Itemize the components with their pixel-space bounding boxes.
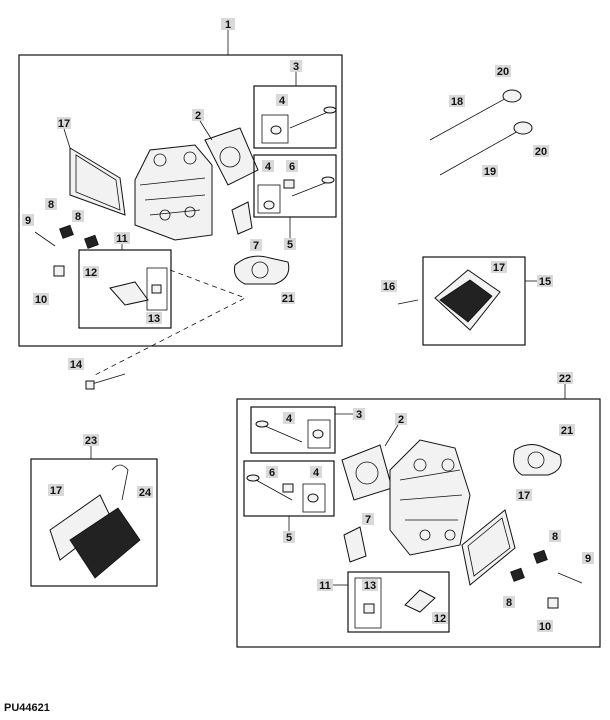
nut-part bbox=[53, 265, 65, 277]
spring-part bbox=[59, 224, 74, 239]
callout-l7: 7 bbox=[365, 514, 371, 526]
callout-l4a: 4 bbox=[286, 413, 293, 425]
callout-11: 11 bbox=[116, 233, 128, 245]
push-rod-tip bbox=[502, 89, 522, 103]
callout-l4b: 4 bbox=[313, 467, 320, 479]
callout-l17: 17 bbox=[518, 490, 530, 502]
breather-cover-part bbox=[69, 507, 141, 579]
callout-l5: 5 bbox=[286, 532, 292, 544]
callout-6: 6 bbox=[289, 161, 295, 173]
callout-16: 16 bbox=[383, 281, 395, 293]
valve-box-3 bbox=[253, 85, 337, 149]
callout-l8b: 8 bbox=[506, 597, 512, 609]
callout-20b: 20 bbox=[535, 146, 547, 158]
callout-3: 3 bbox=[293, 61, 299, 73]
bolt-14-group: 14 bbox=[68, 358, 126, 390]
callout-19: 19 bbox=[484, 166, 496, 178]
exhaust-gasket-part bbox=[231, 201, 253, 235]
valve-cover-15-group: 15 17 16 bbox=[381, 256, 553, 346]
cylinder-head-lower-part bbox=[389, 439, 471, 556]
callout-2: 2 bbox=[195, 110, 201, 122]
callout-1: 1 bbox=[225, 19, 231, 31]
callout-7: 7 bbox=[253, 240, 259, 252]
callout-21: 21 bbox=[282, 293, 294, 305]
callout-l9: 9 bbox=[585, 553, 591, 565]
cylinder-head-part bbox=[134, 144, 213, 241]
rocker-arm-part bbox=[109, 281, 149, 306]
callout-9: 9 bbox=[25, 215, 31, 227]
callout-14: 14 bbox=[70, 359, 83, 371]
assembly-1-frame bbox=[18, 54, 343, 347]
push-rods-group: 20 18 20 19 bbox=[429, 65, 549, 178]
rocker-box-lower bbox=[347, 571, 450, 633]
valve-box-5 bbox=[253, 154, 337, 218]
callout-l13: 13 bbox=[364, 580, 376, 592]
callout-12: 12 bbox=[85, 267, 97, 279]
callout-17a: 17 bbox=[58, 118, 70, 130]
callout-5: 5 bbox=[287, 239, 293, 251]
callout-l21: 21 bbox=[561, 425, 573, 437]
valve-cover-frame bbox=[422, 256, 526, 346]
head-gasket-part bbox=[204, 127, 259, 186]
callout-l6: 6 bbox=[269, 467, 275, 479]
callout-24: 24 bbox=[139, 487, 152, 499]
callout-8a: 8 bbox=[48, 199, 54, 211]
callout-17c: 17 bbox=[50, 485, 62, 497]
callout-10: 10 bbox=[35, 294, 47, 306]
valve-box-3-lower bbox=[250, 406, 336, 454]
callout-l10: 10 bbox=[539, 621, 551, 633]
assembly-23-frame bbox=[30, 458, 158, 587]
callout-22: 22 bbox=[559, 373, 571, 385]
cover-gasket-part bbox=[69, 147, 126, 216]
intake-gasket-part bbox=[234, 255, 290, 285]
callout-l12: 12 bbox=[434, 613, 446, 625]
figure-id: PU44621 bbox=[4, 702, 50, 714]
callout-15: 15 bbox=[539, 276, 551, 288]
rocker-box-11 bbox=[78, 249, 172, 329]
callout-l2: 2 bbox=[398, 414, 404, 426]
assembly-22-frame bbox=[236, 398, 601, 648]
callout-13: 13 bbox=[148, 313, 160, 325]
callout-4b: 4 bbox=[265, 161, 272, 173]
callout-20a: 20 bbox=[497, 66, 509, 78]
callout-18: 18 bbox=[451, 96, 463, 108]
callout-17b: 17 bbox=[493, 262, 505, 274]
callout-l3: 3 bbox=[356, 409, 362, 421]
callout-23: 23 bbox=[85, 435, 97, 447]
callout-l11: 11 bbox=[319, 580, 331, 592]
assembly-1-group: 1 2 3 4 5 4 bbox=[18, 18, 343, 376]
assembly-23-group: 23 17 24 bbox=[30, 434, 158, 587]
callout-8b: 8 bbox=[75, 211, 81, 223]
callout-4a: 4 bbox=[279, 95, 286, 107]
callout-l8a: 8 bbox=[552, 531, 558, 543]
assembly-22-group: 22 3 4 5 6 4 2 bbox=[236, 372, 601, 648]
